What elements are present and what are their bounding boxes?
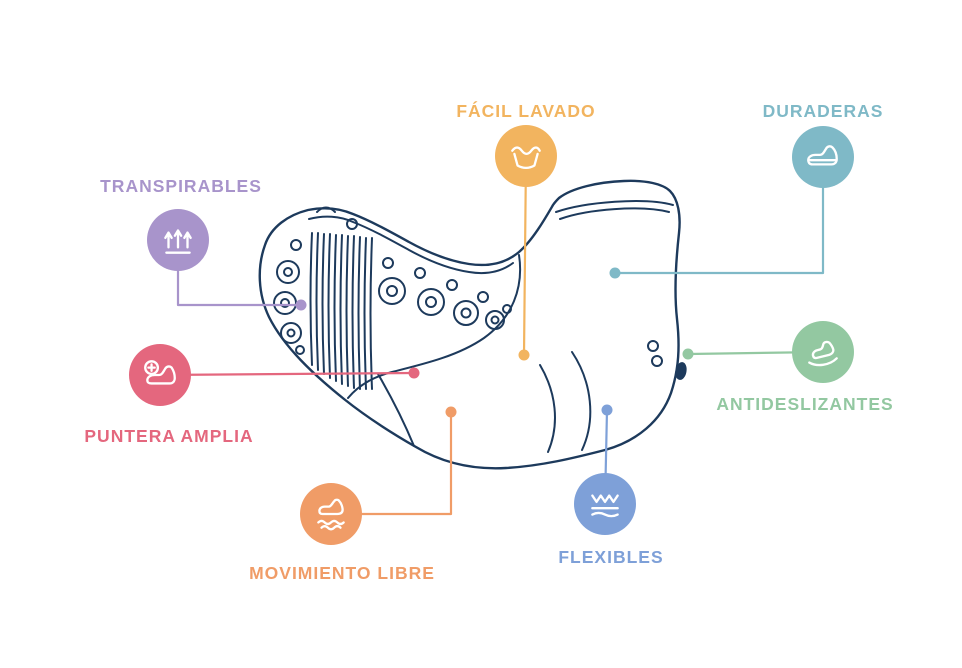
- feature-label-movimiento-libre: MOVIMIENTO LIBRE: [249, 563, 435, 583]
- anchor-dot-facil-lavado: [518, 349, 530, 361]
- easy-wash-tub-icon: [495, 125, 557, 187]
- feature-label-flexibles: FLEXIBLES: [558, 547, 664, 567]
- wide-toe-shoe-icon: [129, 344, 191, 406]
- connectors: [158, 154, 825, 516]
- tread-stripes: [309, 232, 373, 390]
- side-snap-buttons: [647, 340, 663, 367]
- sole-tab: [316, 206, 336, 213]
- feature-label-duraderas: DURADERAS: [762, 101, 884, 121]
- flexible-waves-icon: [574, 473, 636, 535]
- shoe-drawing: [258, 179, 687, 470]
- feature-label-antideslizantes: ANTIDESLIZANTES: [716, 394, 894, 414]
- anti-slip-icon: [792, 321, 854, 383]
- feature-label-facil-lavado: FÁCIL LAVADO: [456, 101, 596, 121]
- anchor-dot-duraderas: [609, 267, 621, 279]
- feature-label-puntera-amplia: PUNTERA AMPLIA: [84, 426, 254, 446]
- breathable-arrows-icon: [147, 209, 209, 271]
- anchor-dot-antideslizantes: [682, 348, 694, 360]
- toe-crease-seams: [539, 351, 592, 453]
- side-pull-tab: [675, 362, 687, 380]
- free-movement-foot-icon: [300, 483, 362, 545]
- cuff-seam: [555, 200, 674, 220]
- connector-movimiento-libre: [329, 410, 453, 516]
- connector-puntera-amplia: [158, 371, 415, 377]
- tread-suction-circles: [273, 218, 512, 355]
- connector-facil-lavado: [522, 154, 528, 357]
- connector-duraderas: [614, 155, 825, 275]
- durable-shoe-icon: [792, 126, 854, 188]
- feature-label-transpirables: TRANSPIRABLES: [100, 176, 262, 196]
- anchor-dot-flexibles: [601, 404, 613, 416]
- anchor-dot-puntera-amplia: [408, 367, 420, 379]
- sole-rim-line: [308, 215, 514, 275]
- anchor-dot-movimiento-libre: [445, 406, 457, 418]
- toe-cap-seam: [377, 373, 415, 447]
- anchor-dot-transpirables: [295, 299, 307, 311]
